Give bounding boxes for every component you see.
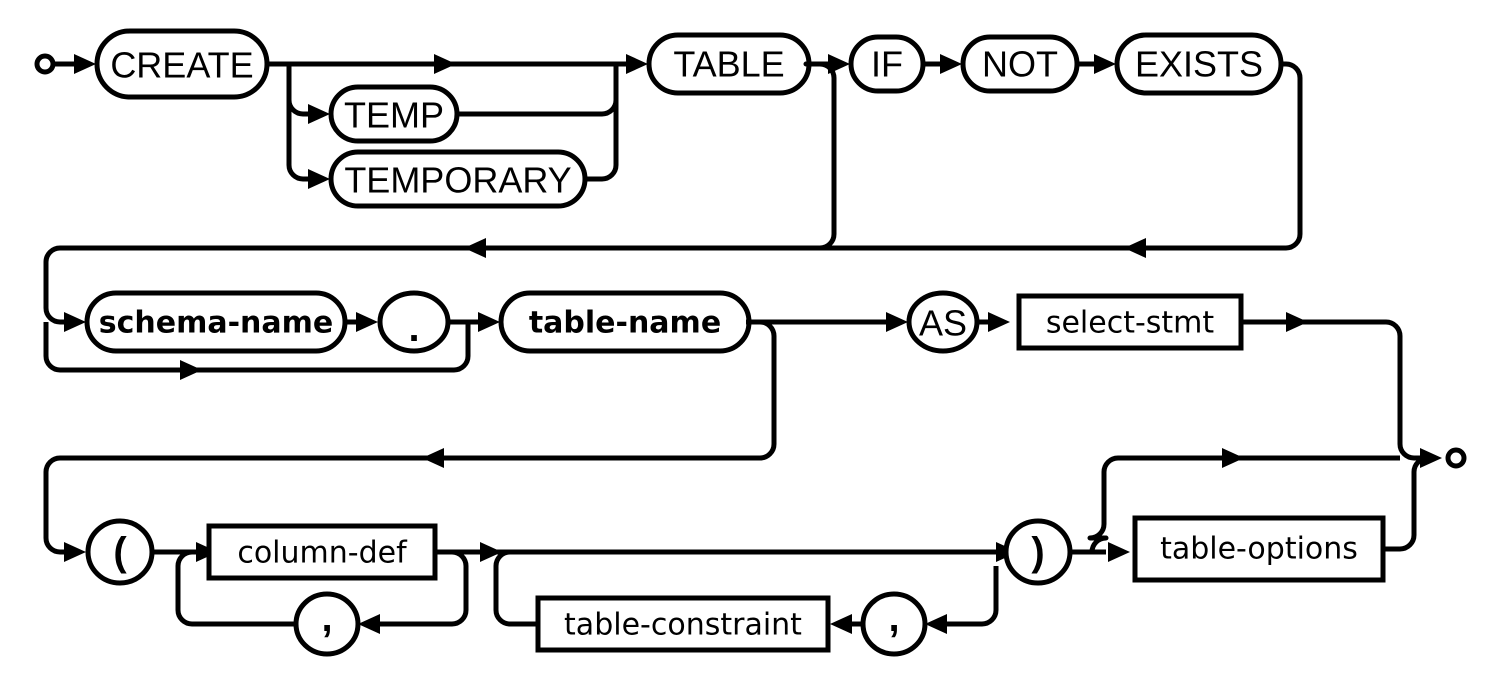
node-if-label: IF [871, 44, 903, 85]
arrow-icon [1108, 542, 1130, 562]
rail-row1-to-row2 [43, 245, 1286, 300]
arrow-icon [464, 238, 486, 258]
arrow-icon [925, 614, 947, 634]
arrow-icon [308, 104, 330, 124]
arrow-icon [64, 312, 86, 332]
arrow-icon [74, 54, 96, 74]
arrow-icon [830, 614, 852, 634]
node-create-label: CREATE [110, 45, 253, 86]
node-select-stmt[interactable] [1016, 293, 1244, 351]
node-table-constraint[interactable] [535, 595, 831, 653]
arrow-icon [828, 54, 850, 74]
rail-exists-down [1272, 61, 1303, 251]
rail-row3-to-lparen [43, 530, 74, 555]
start-marker-icon [34, 53, 56, 75]
rail-columndef-loop-left [175, 549, 296, 627]
arrow-icon [1094, 54, 1116, 74]
node-table-options[interactable] [1132, 515, 1386, 583]
rail-to-temporary [286, 64, 317, 182]
node-dot-label: . [408, 306, 419, 350]
rail-temp-merge [457, 64, 619, 117]
rail-row2-to-schema [43, 300, 74, 325]
node-temporary-label: TEMPORARY [344, 160, 571, 201]
node-table-options-label: table-options [1160, 532, 1358, 567]
node-comma-2-label: , [888, 596, 899, 640]
rail-to-table-constraint [493, 549, 540, 627]
node-temp-label: TEMP [344, 95, 444, 136]
arrow-icon [940, 54, 962, 74]
rail-select-to-exit [1241, 319, 1424, 461]
node-table-constraint-label: table-constraint [564, 608, 802, 643]
arrow-icon [1286, 312, 1308, 332]
node-not-label: NOT [982, 44, 1058, 85]
arrow-icon [422, 448, 444, 468]
arrow-icon [308, 169, 330, 189]
arrow-icon [988, 312, 1010, 332]
node-exists-label: EXISTS [1135, 44, 1263, 85]
rail-row2-to-row3 [43, 455, 760, 530]
node-column-def-label: column-def [237, 536, 408, 571]
rail-schema-bypass [43, 322, 471, 373]
rail-comma2-up [945, 566, 999, 627]
arrow-icon [480, 542, 502, 562]
end-marker-icon [1445, 447, 1467, 469]
node-rparen-label: ) [1031, 530, 1044, 574]
rail-table-bypass-down [803, 61, 837, 251]
node-schema-name-label: schema-name [99, 306, 334, 341]
node-as-label: AS [919, 303, 967, 344]
rail-tableoptions-bypass [1087, 455, 1400, 553]
arrow-icon [478, 312, 500, 332]
arrow-icon [1124, 238, 1146, 258]
rail-temporary-merge [585, 64, 619, 182]
arrow-icon [434, 54, 456, 74]
rail-tableoptions-to-exit [1383, 455, 1436, 552]
arrow-icon [1420, 448, 1442, 468]
node-select-stmt-label: select-stmt [1046, 306, 1215, 341]
node-lparen-label: ( [113, 530, 127, 574]
arrow-icon [64, 542, 86, 562]
node-table-label: TABLE [673, 44, 784, 85]
arrow-icon [180, 360, 202, 380]
node-table-name-label: table-name [529, 306, 721, 341]
node-comma-1-label: , [321, 596, 332, 640]
arrow-icon [358, 614, 380, 634]
arrow-icon [886, 312, 908, 332]
rail-tablename-down-to-row3 [746, 319, 777, 461]
arrow-icon [356, 312, 378, 332]
arrow-icon [626, 54, 648, 74]
arrow-icon [1222, 448, 1244, 468]
